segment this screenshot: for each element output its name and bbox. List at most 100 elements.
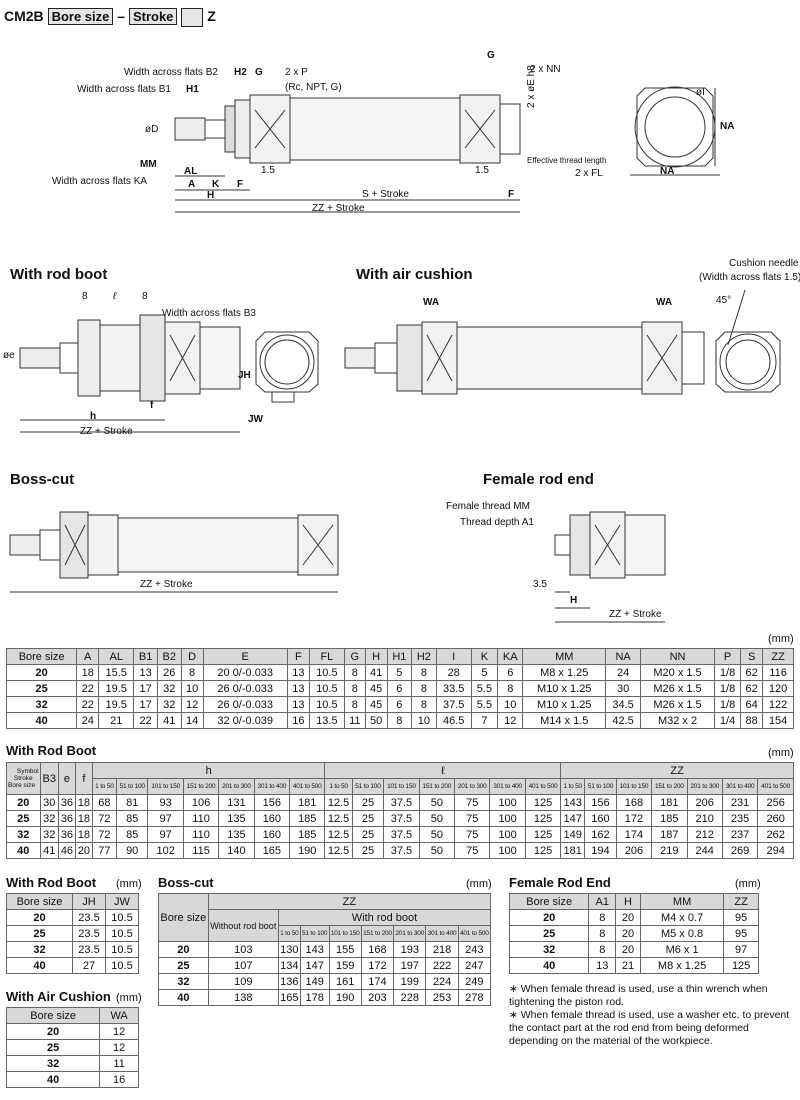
boot-cell: 25 — [351, 842, 385, 859]
boot-cell: 25 — [351, 826, 385, 843]
cushion-cell: 25 — [5, 1039, 101, 1056]
main-cell: 33.5 — [435, 680, 472, 697]
boot2-cell: 10.5 — [104, 909, 140, 926]
female-cell: 25 — [508, 925, 590, 942]
main-cell: 26 0/-0.033 — [202, 696, 288, 713]
female-title: Female Rod End — [509, 875, 611, 890]
female-cell: 21 — [615, 957, 641, 974]
female-header: A1 — [588, 893, 617, 910]
main-cell: 8 — [411, 696, 437, 713]
boss-cell: 107 — [207, 957, 279, 974]
boot-cell: 40 — [6, 842, 41, 859]
boot-cell: 262 — [757, 826, 794, 843]
main-cell: 22 — [76, 680, 100, 697]
main-cell: M14 x 1.5 — [522, 712, 607, 729]
boot-range-header: 1 to 50 — [324, 778, 353, 795]
main-cell: 8 — [343, 680, 366, 697]
label-na-bottom: NA — [660, 166, 675, 177]
main-header: E — [202, 648, 288, 665]
cushion-cell: 20 — [5, 1023, 101, 1040]
cushion-header: Bore size — [5, 1007, 101, 1024]
label-i: øI — [696, 87, 705, 98]
boot-cell: 75 — [454, 826, 491, 843]
boot-cell: 172 — [615, 810, 653, 827]
main-cell: 26 0/-0.033 — [202, 680, 288, 697]
boot-cell: 36 — [57, 810, 76, 827]
main-cell: 1/8 — [713, 696, 742, 713]
main-cell: 13 — [286, 680, 310, 697]
boss-cell: 222 — [425, 957, 459, 974]
main-cell: 13 — [286, 664, 310, 681]
boss-cell: 161 — [328, 973, 362, 990]
boot-cell: 20 — [74, 842, 93, 859]
boss-cell: 218 — [425, 941, 459, 958]
boss-cell: 138 — [207, 989, 279, 1006]
boss-cell: 193 — [393, 941, 427, 958]
boot-cell: 36 — [57, 826, 76, 843]
boss-cell: 136 — [277, 973, 301, 990]
main-header: NN — [640, 648, 715, 665]
boss-range-header: 201 to 300 — [393, 925, 427, 942]
boss-range-header: 101 to 150 — [328, 925, 362, 942]
boot-unit: (mm) — [768, 747, 794, 759]
boot-cell: 85 — [115, 826, 149, 843]
main-header: H — [364, 648, 388, 665]
main-cell: 17 — [133, 696, 158, 713]
boot-cell: 90 — [115, 842, 149, 859]
cushion-header: WA — [99, 1007, 139, 1024]
main-cell: M26 x 1.5 — [640, 696, 715, 713]
boot-cell: 37.5 — [383, 826, 420, 843]
boss-cell: 243 — [457, 941, 492, 958]
air-cushion-drawing — [344, 289, 781, 395]
boot-cell: 181 — [289, 794, 326, 811]
main-header: F — [286, 648, 310, 665]
cushion-angle: 45° — [716, 295, 732, 306]
main-cell: 5 — [470, 664, 499, 681]
boss-unit: (mm) — [466, 878, 492, 890]
main-cell: M10 x 1.25 — [522, 696, 607, 713]
main-header: B1 — [133, 648, 158, 665]
main-header: KA — [497, 648, 524, 665]
boss-cut-drawing — [9, 511, 339, 593]
boss-cell: 224 — [425, 973, 459, 990]
main-cell: 8 — [386, 712, 413, 729]
boot-cell: 181 — [651, 794, 688, 811]
main-cell: M10 x 1.25 — [522, 680, 607, 697]
cushion-cell: 40 — [5, 1071, 101, 1088]
female-cell: M6 x 1 — [639, 941, 725, 958]
female-unit: (mm) — [735, 878, 761, 890]
boss-range-header: 301 to 400 — [425, 925, 459, 942]
boss-cell: 134 — [277, 957, 301, 974]
main-cell: 15.5 — [98, 664, 135, 681]
main-cell: 28 — [435, 664, 472, 681]
main-cell: 12 — [497, 712, 524, 729]
boot2-header: JW — [104, 893, 140, 910]
main-cell: M32 x 2 — [640, 712, 715, 729]
label-h1: H1 — [186, 84, 199, 95]
boot-cell: 25 — [351, 810, 385, 827]
main-cell: 32 — [156, 696, 182, 713]
main-cell: 5 — [386, 664, 413, 681]
cushion-cell: 11 — [99, 1055, 139, 1072]
female-cell: M8 x 1.25 — [639, 957, 725, 974]
main-cell: 8 — [411, 680, 437, 697]
main-cell: 5.5 — [470, 696, 499, 713]
model-prefix: CM2B — [4, 8, 44, 25]
boss-range-header: 401 to 500 — [457, 925, 492, 942]
boot-cell: 156 — [584, 794, 617, 811]
label-wa-ka: Width across flats KA — [52, 176, 148, 187]
boot-cell: 212 — [686, 826, 723, 843]
boot-cell: 75 — [454, 842, 491, 859]
boot-range-header: 401 to 500 — [289, 778, 326, 795]
main-cell: 10.5 — [308, 696, 345, 713]
boot-range-header: 1 to 50 — [560, 778, 586, 795]
boot-cell: 85 — [115, 810, 149, 827]
